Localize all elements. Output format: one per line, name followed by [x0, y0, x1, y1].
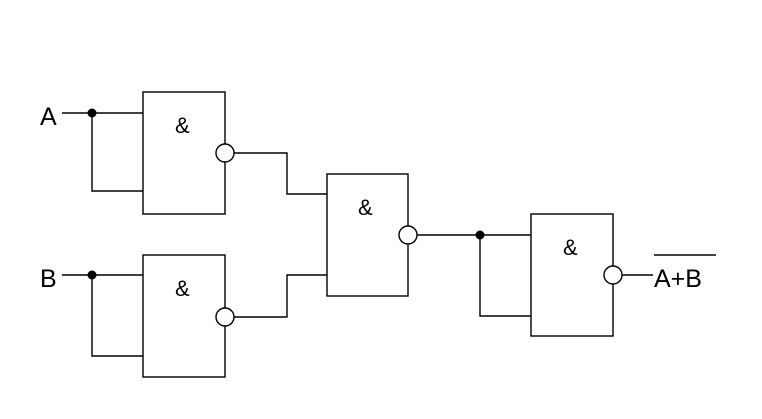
nand-gate-1: &	[142, 91, 235, 215]
gate-3-symbol: &	[358, 195, 373, 220]
gate-2-inversion-bubble	[215, 307, 235, 327]
wire-gate3-to-gate4	[417, 230, 531, 317]
gate-4-body	[530, 213, 614, 337]
output-label: A+B	[654, 265, 702, 293]
junction-dot-gate4	[475, 230, 485, 240]
gate-1-symbol: &	[175, 113, 190, 138]
gate-3-body	[326, 173, 409, 297]
gate-1-body	[142, 91, 226, 215]
junction-dot-a	[87, 108, 97, 118]
nand-gate-2: &	[142, 254, 235, 378]
junction-dot-b	[87, 270, 97, 280]
input-b-label: B	[40, 265, 57, 293]
input-a-label: A	[40, 103, 57, 131]
gate-3-inversion-bubble	[398, 225, 418, 245]
nand-gate-3: &	[326, 173, 418, 297]
wire-gate1-to-gate3	[234, 152, 327, 195]
gate-2-symbol: &	[175, 276, 190, 301]
nand-gate-4: &	[530, 213, 623, 337]
input-a-wiring	[62, 108, 143, 192]
input-b-wiring	[62, 270, 143, 357]
gate-1-inversion-bubble	[215, 143, 235, 163]
gate-2-body	[142, 254, 226, 378]
gate-4-symbol: &	[563, 235, 578, 260]
gate-4-inversion-bubble	[603, 265, 623, 285]
wire-gate2-to-gate3	[234, 274, 327, 318]
